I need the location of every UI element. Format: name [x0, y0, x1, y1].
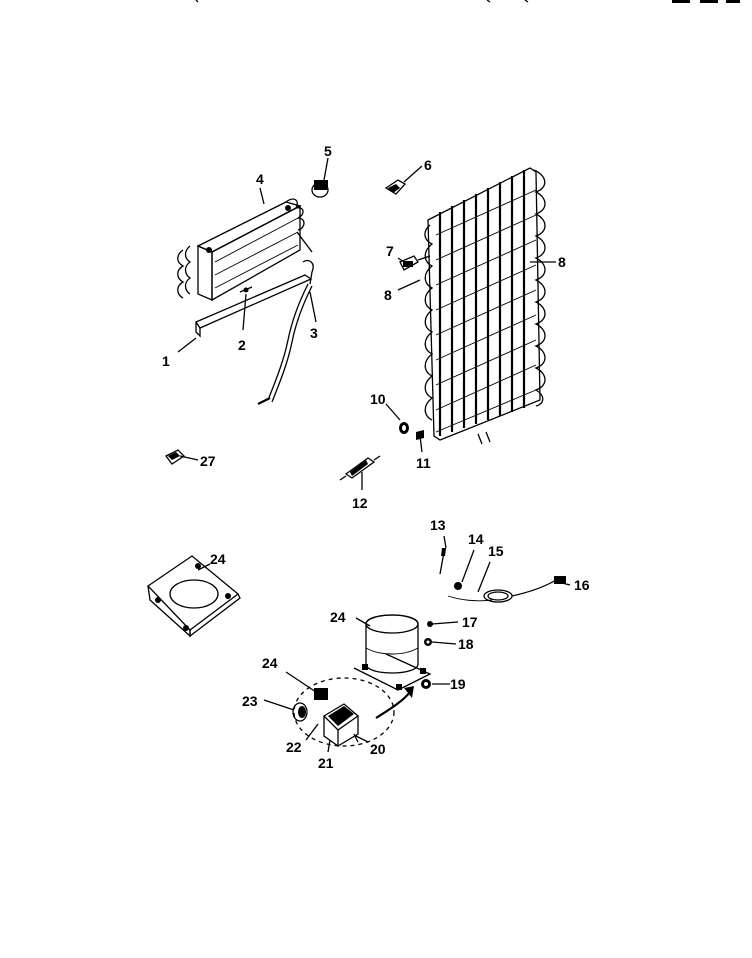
part-12-drier	[339, 455, 381, 481]
callout-22: 22	[286, 739, 302, 755]
callout-4: 4	[256, 171, 264, 187]
drain-pan-assembly	[195, 231, 314, 405]
callout-16: 16	[574, 577, 590, 593]
evaporator	[177, 198, 305, 302]
condenser	[424, 167, 546, 445]
part-6-clip	[384, 179, 407, 195]
callout-27: 27	[200, 453, 216, 469]
callout-17: 17	[462, 614, 478, 630]
callout-20: 20	[370, 741, 386, 757]
callout-24-base: 24	[210, 551, 226, 567]
callout-2: 2	[238, 337, 246, 353]
callout-7: 7	[386, 243, 394, 259]
callout-24-relay: 24	[262, 655, 278, 671]
callout-1: 1	[162, 353, 170, 369]
callout-11: 11	[416, 455, 431, 471]
compressor	[353, 614, 432, 691]
callout-14: 14	[468, 531, 484, 547]
header-fragments	[195, 0, 740, 3]
callout-15: 15	[488, 543, 504, 559]
callout-labels: 1 2 3 4 5 6 7 8 8 10 11 12 13 14 15 16 1…	[162, 143, 590, 771]
callout-24-compressor: 24	[330, 609, 346, 625]
callout-5: 5	[324, 143, 332, 159]
part-27-clip	[165, 449, 186, 465]
callout-21: 21	[318, 755, 334, 771]
compressor-hardware	[421, 621, 433, 689]
callout-8-lower: 8	[384, 287, 392, 303]
callout-23: 23	[242, 693, 258, 709]
callout-6: 6	[424, 157, 432, 173]
callout-13: 13	[430, 517, 446, 533]
callout-3: 3	[310, 325, 318, 341]
callout-19: 19	[450, 676, 466, 692]
callout-12: 12	[352, 495, 368, 511]
compressor-base-plate	[147, 555, 241, 638]
leader-lines	[177, 157, 571, 753]
callout-8: 8	[558, 254, 566, 270]
callout-10: 10	[370, 391, 386, 407]
part-5-grommet	[311, 180, 329, 198]
part-7-bracket	[399, 255, 431, 271]
power-cord-assembly	[439, 548, 566, 603]
relay-assembly	[292, 677, 414, 748]
part-10-11	[399, 422, 424, 440]
callout-18: 18	[458, 636, 474, 652]
